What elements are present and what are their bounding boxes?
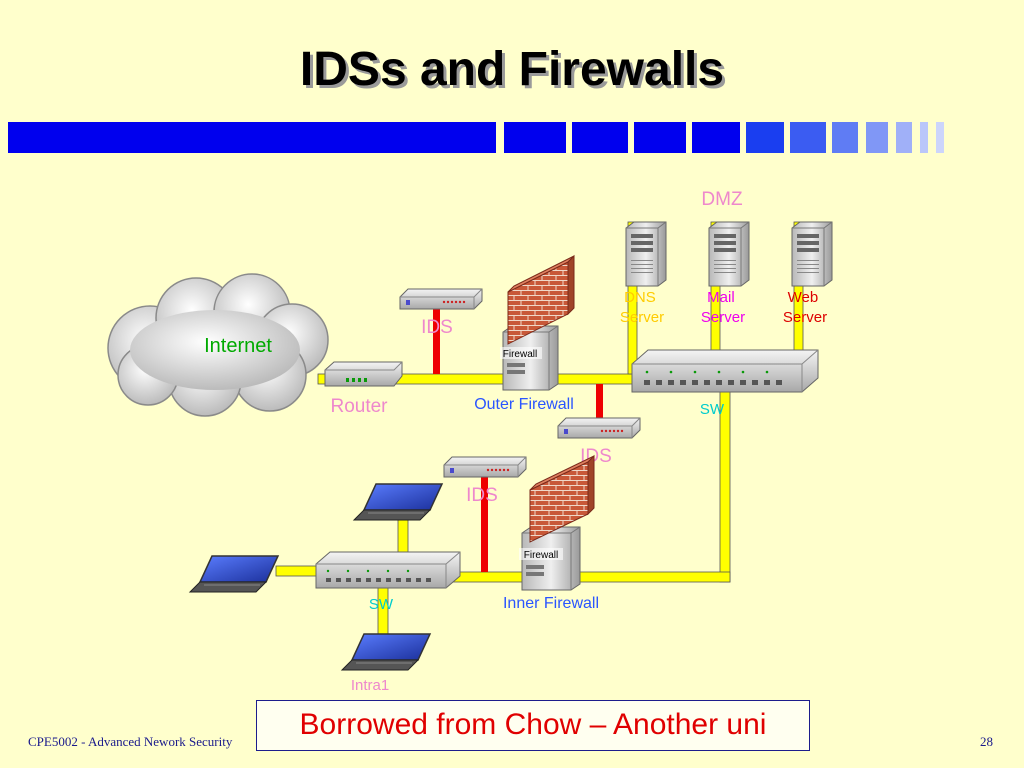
ids-device-icon <box>557 417 641 439</box>
web-server-label-line: Server <box>783 309 827 326</box>
web-server-label-line: Web <box>788 289 819 306</box>
footer-course: CPE5002 - Advanced Nework Security <box>28 734 233 749</box>
mail-server-label-line: Server <box>701 309 745 326</box>
inner-firewall-label: Inner Firewall <box>503 595 599 612</box>
inner-firewall-box-text: Firewall <box>524 550 558 561</box>
web-server-label: Web Server <box>783 289 827 326</box>
intranet-label: Intra1 <box>351 677 389 694</box>
dns-server-label-line: Server <box>620 309 664 326</box>
ids-label: IDS <box>421 317 453 338</box>
outer-firewall-icon <box>500 254 575 391</box>
intranet-switch-icon <box>315 551 461 589</box>
internet-cloud-icon <box>107 273 329 417</box>
laptop-icon <box>188 555 280 593</box>
slide-title: IDSs and Firewalls <box>299 43 725 96</box>
router-icon <box>324 361 403 387</box>
page-number: 28 <box>980 734 993 749</box>
citation-box: Borrowed from Chow – Another uni <box>256 700 810 751</box>
laptop-icon <box>340 633 432 671</box>
dns-server-label: DNS Server <box>620 289 664 326</box>
dmz-switch-icon <box>631 349 819 393</box>
outer-firewall-box-text: Firewall <box>503 349 537 360</box>
inner-firewall-icon <box>519 454 595 591</box>
mail-server-icon <box>708 221 750 287</box>
dmz-switch-label: SW <box>700 401 725 418</box>
mail-server-label: Mail Server <box>701 289 745 326</box>
ids-links <box>433 306 603 572</box>
ids-device-icon <box>443 456 527 478</box>
ethernet-cables <box>275 221 804 649</box>
dns-server-label-line: DNS <box>624 289 656 306</box>
ids-label: IDS <box>466 485 498 506</box>
ids-device-icon <box>399 288 483 310</box>
intranet-switch-label: SW <box>369 596 394 613</box>
dns-server-icon <box>625 221 667 287</box>
internet-label: Internet <box>204 335 272 357</box>
dmz-label: DMZ <box>701 189 743 210</box>
router-label: Router <box>330 396 388 417</box>
header-bar <box>8 122 944 153</box>
laptop-icon <box>352 483 444 521</box>
web-server-icon <box>791 221 833 287</box>
mail-server-label-line: Mail <box>707 289 735 306</box>
outer-firewall-label: Outer Firewall <box>474 396 574 413</box>
